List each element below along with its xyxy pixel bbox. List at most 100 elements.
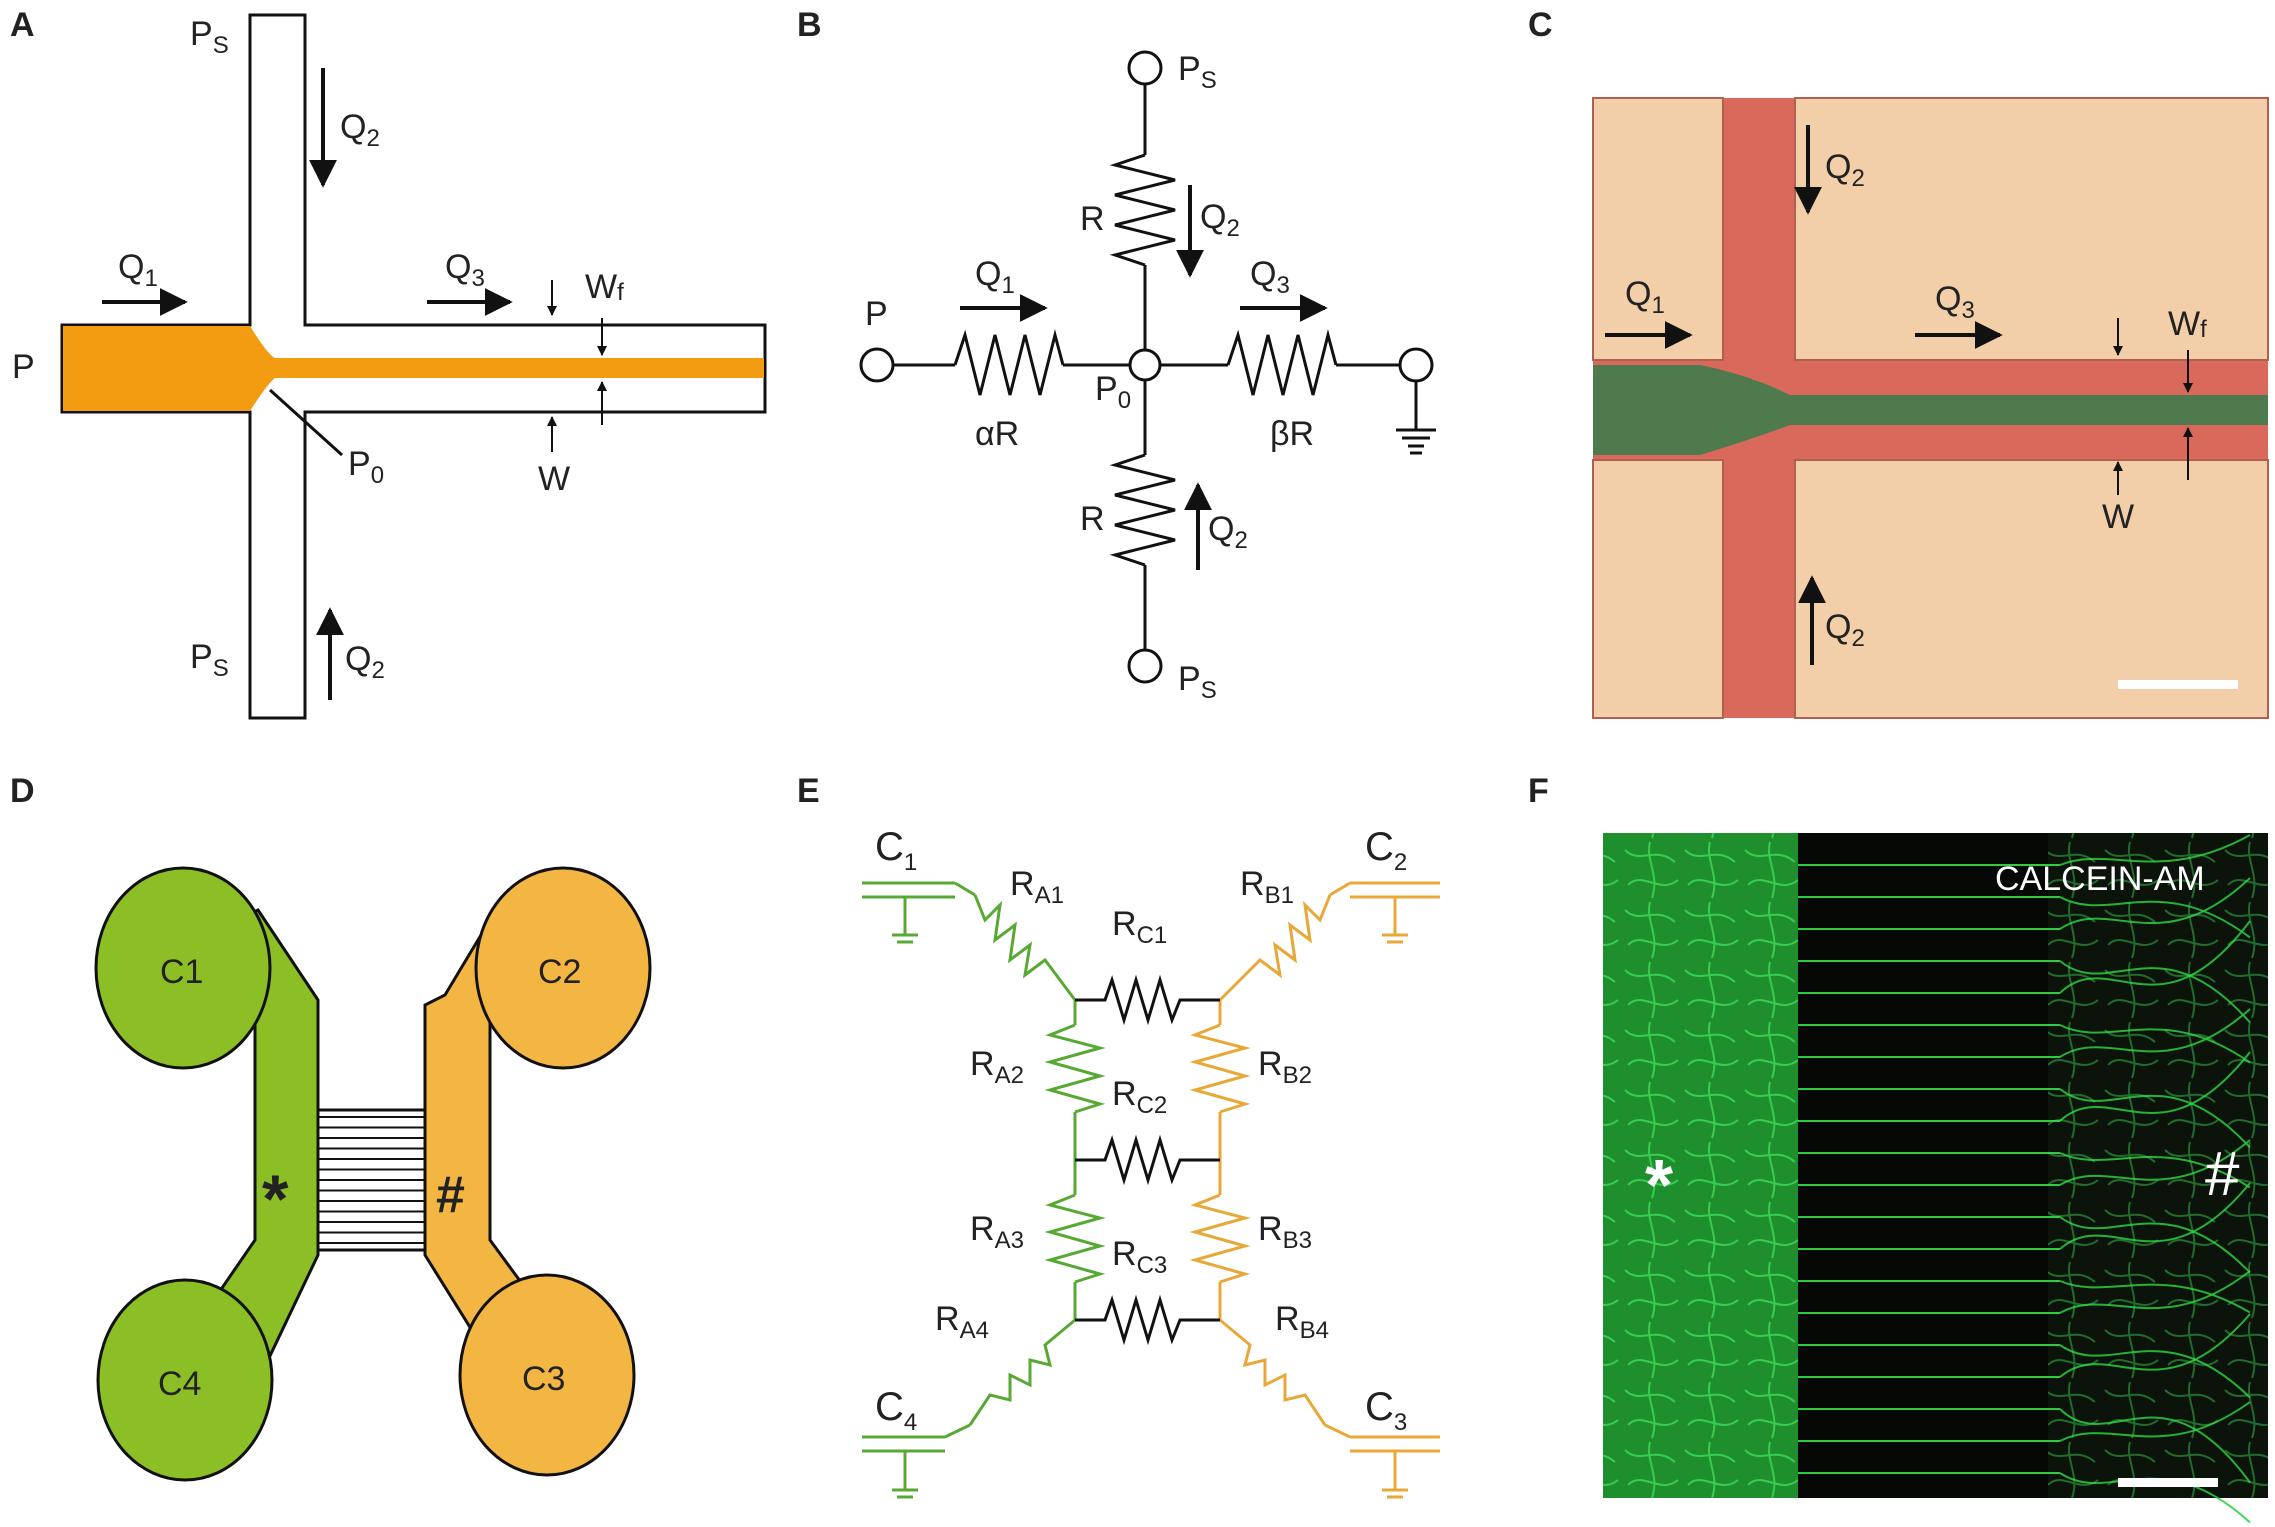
resistor-rb2 — [1189, 1023, 1251, 1114]
label-ps-top: PS — [190, 15, 229, 59]
label-w: W — [538, 460, 570, 498]
resistor-beta-r — [1226, 329, 1338, 396]
label-b-beta-r: βR — [1270, 415, 1314, 453]
resistor-rb4 — [1219, 1318, 1327, 1426]
node-ps-bottom — [1127, 648, 1163, 684]
soma-network-texture — [1603, 833, 1798, 1498]
panel-letter-d: D — [10, 772, 35, 810]
wire-c1 — [954, 881, 976, 897]
resistor-ra2 — [1044, 1023, 1106, 1114]
label-ra2: RA2 — [970, 1045, 1024, 1089]
label-rc1: RC1 — [1112, 905, 1167, 949]
label-rc3: RC3 — [1112, 1235, 1167, 1279]
panel-d-device — [94, 866, 652, 1482]
label-rb2: RB2 — [1258, 1045, 1312, 1089]
label-rb3: RB3 — [1258, 1210, 1312, 1254]
panel-e-labels: C1 C2 C3 C4 RA1 RA2 RA3 RA4 RB1 RB2 RB3 … — [875, 825, 1407, 1436]
chamber-c1 — [94, 866, 272, 1070]
chamber-c4 — [96, 1278, 274, 1482]
c-label-q3: Q3 — [1935, 280, 1975, 324]
c-label-q1: Q1 — [1625, 275, 1665, 319]
label-b-q2-bottom: Q2 — [1208, 510, 1248, 554]
label-b-alpha-r: αR — [975, 415, 1019, 453]
label-b-r-top: R — [1080, 200, 1105, 238]
microgroove-lines — [318, 1116, 425, 1244]
panel-letter-f: F — [1528, 772, 1549, 810]
panel-d-labels: C1 C2 C3 C4 * # — [158, 953, 581, 1403]
label-b-q3: Q3 — [1250, 255, 1290, 299]
panel-c-micrograph: Q2 Q2 Q1 Q3 Wf W — [1592, 97, 2269, 719]
label-q2-bottom: Q2 — [345, 640, 385, 684]
label-rb1: RB1 — [1240, 865, 1294, 909]
label-calcein-am: CALCEIN-AM — [1995, 860, 2205, 898]
label-star: * — [262, 1161, 289, 1237]
label-e-c1: C1 — [875, 825, 917, 876]
c-label-q2-top: Q2 — [1825, 148, 1865, 192]
wire-c4 — [944, 1423, 971, 1439]
resistor-rb3 — [1189, 1193, 1251, 1284]
chamber-top-left — [1592, 97, 1724, 361]
panel-e-circuit-bridges — [1075, 974, 1220, 1346]
label-ra1: RA1 — [1010, 865, 1064, 909]
label-ra3: RA3 — [970, 1210, 1024, 1254]
label-p: P — [12, 348, 35, 386]
resistor-rb1 — [1218, 894, 1332, 1002]
label-wf: Wf — [585, 268, 624, 306]
label-b-q2-top: Q2 — [1200, 198, 1240, 242]
panel-e-circuit-green — [862, 881, 1106, 1499]
resistor-ra3 — [1044, 1193, 1106, 1284]
panel-b-labels: P P0 PS PS Q1 Q3 Q2 Q2 R R αR βR — [865, 50, 1314, 704]
sample-stream — [63, 326, 764, 411]
resistor-alpha-r — [953, 329, 1065, 396]
panel-letter-b: B — [797, 6, 822, 44]
resistor-r-top — [1109, 153, 1176, 267]
c-label-wf: Wf — [2168, 305, 2207, 343]
chamber-c3 — [458, 1273, 636, 1477]
label-e-c2: C2 — [1365, 825, 1407, 876]
node-ps-top — [1127, 50, 1163, 86]
label-b-ps-bottom: PS — [1178, 660, 1217, 704]
label-f-hash: # — [2205, 1140, 2240, 1209]
wire-c3 — [1324, 1423, 1351, 1439]
label-c3: C3 — [522, 1360, 565, 1398]
resistor-rc2 — [1075, 1134, 1220, 1186]
p0-leader — [268, 388, 344, 457]
c-label-q2-bottom: Q2 — [1825, 608, 1865, 652]
label-p0: P0 — [348, 445, 384, 489]
chamber-bottom-left — [1592, 459, 1724, 719]
node-p0 — [1128, 348, 1162, 382]
panel-letter-e: E — [797, 772, 820, 810]
node-ground — [1398, 347, 1434, 383]
chamber-top-right — [1794, 97, 2269, 361]
label-c1: C1 — [160, 953, 203, 991]
label-ps-bottom: PS — [190, 638, 229, 682]
c-label-w: W — [2102, 498, 2134, 536]
label-b-q1: Q1 — [975, 255, 1015, 299]
label-q1: Q1 — [118, 248, 158, 292]
axon-compartment-texture — [2048, 833, 2268, 1498]
panel-letter-c: C — [1528, 6, 1553, 44]
wire-c2 — [1329, 881, 1351, 897]
label-e-c3: C3 — [1365, 1385, 1407, 1436]
label-b-r-bottom: R — [1080, 500, 1105, 538]
label-q2-top: Q2 — [340, 108, 380, 152]
label-b-ps-top: PS — [1178, 50, 1217, 94]
panel-b-circuit — [859, 50, 1436, 684]
label-ra4: RA4 — [935, 1300, 989, 1344]
microgroove-region — [1798, 833, 2048, 1498]
label-c2: C2 — [538, 953, 581, 991]
focused-core-stream — [1593, 365, 2268, 455]
resistor-rc1 — [1075, 974, 1220, 1026]
chamber-c2 — [474, 866, 652, 1070]
label-hash: # — [436, 1166, 465, 1224]
label-e-c4: C4 — [875, 1385, 917, 1436]
resistor-ra1 — [973, 894, 1077, 1001]
label-rc2: RC2 — [1112, 1075, 1167, 1119]
panel-f-fluorescence: CALCEIN-AM * # — [1603, 833, 2268, 1524]
label-rb4: RB4 — [1275, 1300, 1329, 1344]
panel-a-channel-schematic: P PS PS Q2 Q2 Q1 Q3 Wf W P0 — [12, 13, 767, 720]
node-p — [859, 347, 895, 383]
label-b-p: P — [865, 295, 888, 333]
label-f-star: * — [1645, 1146, 1673, 1226]
